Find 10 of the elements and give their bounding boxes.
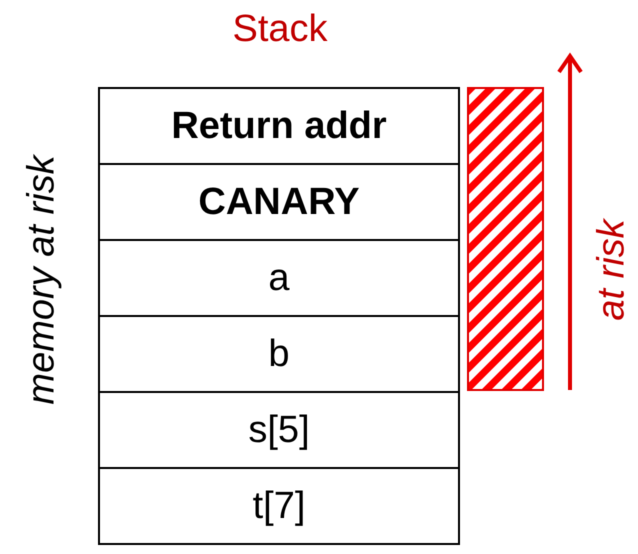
risk-label: at risk bbox=[590, 219, 634, 321]
stack-slot: CANARY bbox=[98, 163, 460, 241]
stack-slot: s[5] bbox=[98, 391, 460, 469]
stack-slot: Return addr bbox=[98, 87, 460, 165]
axis-label: memory at risk bbox=[20, 155, 64, 405]
diagram-title: Stack bbox=[231, 8, 329, 51]
stack-slot: a bbox=[98, 239, 460, 317]
stack-slot: b bbox=[98, 315, 460, 393]
hatched-bar bbox=[467, 87, 544, 391]
stack-slot: t[7] bbox=[98, 467, 460, 545]
